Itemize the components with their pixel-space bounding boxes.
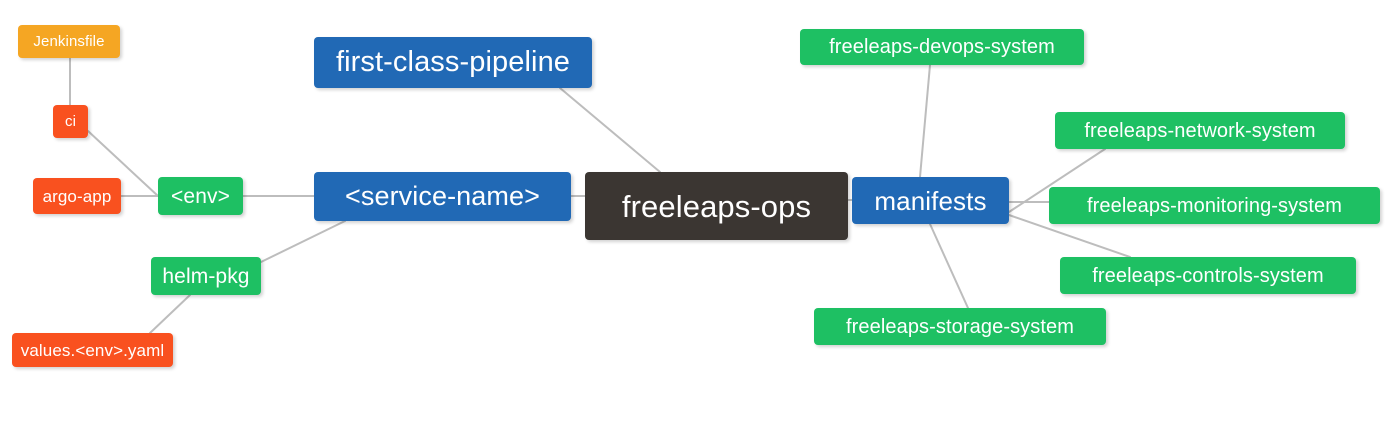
node-helm-pkg[interactable]: helm-pkg <box>151 257 261 295</box>
node-pipeline[interactable]: first-class-pipeline <box>314 37 592 88</box>
node-label-env: <env> <box>171 184 230 208</box>
node-values-yaml[interactable]: values.<env>.yaml <box>12 333 173 367</box>
node-label-root: freeleaps-ops <box>621 188 812 224</box>
edge-helm-pkg-to-service-name <box>260 220 346 263</box>
node-label-devops: freeleaps-devops-system <box>829 36 1055 58</box>
node-label-controls: freeleaps-controls-system <box>1092 264 1324 287</box>
edge-manifests-to-storage <box>929 223 969 309</box>
node-label-manifests: manifests <box>874 185 987 216</box>
node-jenkinsfile[interactable]: Jenkinsfile <box>18 25 120 58</box>
node-controls[interactable]: freeleaps-controls-system <box>1060 257 1356 294</box>
node-label-storage: freeleaps-storage-system <box>845 315 1075 338</box>
node-env[interactable]: <env> <box>158 177 243 215</box>
node-argo-app[interactable]: argo-app <box>33 178 121 214</box>
node-network[interactable]: freeleaps-network-system <box>1055 112 1345 149</box>
node-label-ci: ci <box>64 113 77 130</box>
node-label-pipeline: first-class-pipeline <box>335 46 571 78</box>
node-storage[interactable]: freeleaps-storage-system <box>814 308 1106 345</box>
node-label-argo-app: argo-app <box>42 186 112 206</box>
node-monitoring[interactable]: freeleaps-monitoring-system <box>1049 187 1380 224</box>
edge-pipeline-to-root <box>559 87 661 173</box>
node-label-monitoring: freeleaps-monitoring-system <box>1086 194 1342 217</box>
node-label-helm-pkg: helm-pkg <box>162 264 250 288</box>
node-ci[interactable]: ci <box>53 105 88 138</box>
edge-values-yaml-to-helm-pkg <box>149 294 191 334</box>
node-label-service-name: <service-name> <box>345 181 540 211</box>
node-root[interactable]: freeleaps-ops <box>585 172 848 240</box>
node-service-name[interactable]: <service-name> <box>314 172 571 221</box>
node-label-network: freeleaps-network-system <box>1084 119 1316 142</box>
node-label-values-yaml: values.<env>.yaml <box>20 340 165 360</box>
node-devops[interactable]: freeleaps-devops-system <box>800 29 1084 65</box>
node-label-jenkinsfile: Jenkinsfile <box>33 33 105 50</box>
edge-manifests-to-devops <box>919 64 931 178</box>
node-manifests[interactable]: manifests <box>852 177 1009 224</box>
